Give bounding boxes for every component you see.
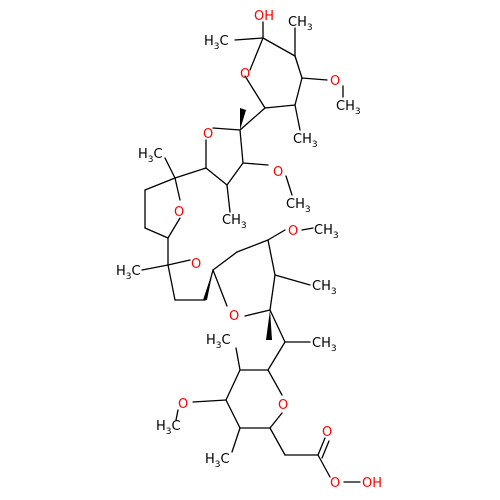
label-ch3-side-chain: CH3 (312, 336, 337, 354)
label-h3c-thf-lower: H3C (116, 264, 141, 282)
bond (269, 309, 286, 343)
bond (239, 107, 266, 131)
bond (267, 369, 283, 396)
bond (212, 127, 241, 131)
label-h3c-ome-d: H3C (156, 419, 181, 437)
label-o-carbonyl: O (322, 425, 332, 440)
methyl-labels: H3C CH3 CH3 CH3 H3C CH3 CH3 CH3 H3C CH3 … (116, 15, 361, 470)
wedge (203, 270, 213, 300)
atom-labels: OH O O O O O O O O O O O O OH (174, 9, 382, 491)
bond (269, 412, 283, 429)
bond (205, 167, 228, 186)
bond (192, 399, 227, 403)
bond (269, 427, 286, 456)
bond (175, 409, 179, 421)
bond (164, 157, 176, 179)
bond (225, 369, 241, 401)
wedge (266, 310, 272, 340)
label-o-methoxy-a: O (330, 74, 340, 89)
bond (212, 251, 238, 271)
label-o-methoxy-c: O (288, 224, 298, 239)
label-h3c-top-left: H3C (204, 34, 229, 52)
label-o-ring-e: O (278, 398, 288, 413)
wedge-bonds (203, 55, 302, 340)
bond (301, 227, 314, 231)
bond (167, 264, 176, 301)
bond (294, 77, 303, 106)
label-oh-peroxy: OH (362, 476, 382, 491)
bond (226, 162, 244, 186)
label-ch3-ring-a: CH3 (293, 132, 318, 150)
label-o-ring-a: O (240, 67, 250, 82)
bond (264, 104, 296, 109)
bond (167, 217, 181, 239)
label-o-spiro-2: O (229, 309, 239, 324)
bond (144, 227, 169, 239)
bond (301, 77, 328, 81)
bond (144, 177, 176, 191)
bond (234, 37, 264, 41)
label-o-ring-b: O (203, 127, 213, 142)
bond (239, 129, 244, 164)
bond (267, 239, 276, 276)
label-ch3-ome-b: CH3 (286, 197, 311, 215)
label-o-spiro-1: O (191, 257, 201, 272)
bond (141, 264, 169, 271)
label-o-ring-c: O (174, 205, 184, 220)
bond (285, 175, 293, 196)
label-ch3-thf-methyl: CH3 (222, 213, 247, 231)
bond (174, 167, 207, 179)
bond (267, 229, 286, 241)
bond (317, 437, 326, 456)
bond (262, 37, 296, 57)
bond (321, 440, 330, 459)
bond (244, 75, 266, 109)
label-o-methoxy-d: O (178, 397, 188, 412)
wedge (294, 55, 302, 78)
bond (226, 184, 231, 213)
bond (317, 454, 331, 478)
bond (225, 399, 241, 429)
bond (274, 274, 311, 286)
label-h3c-ring-e-bottom: H3C (205, 452, 230, 470)
label-o-methoxy-b: O (273, 165, 283, 180)
label-oh-top: OH (254, 9, 274, 24)
bond (249, 37, 264, 71)
label-o-peroxy: O (330, 476, 340, 491)
bond (167, 259, 191, 266)
bond (267, 341, 286, 371)
label-ch3-ome-c: CH3 (314, 223, 339, 241)
bond (174, 177, 181, 201)
label-h3c-ring-e-top: H3C (206, 333, 231, 351)
label-h3c-thf-upper: H3C (138, 147, 163, 165)
bond (269, 274, 276, 311)
label-ch3-spiro-ring: CH3 (312, 279, 337, 297)
bond (244, 309, 271, 317)
bond (212, 269, 228, 307)
bond (231, 427, 241, 453)
bond (294, 104, 301, 131)
bond (236, 239, 269, 253)
label-ch3-top: CH3 (288, 15, 313, 33)
bond (242, 162, 269, 166)
bond (235, 347, 241, 371)
wedge (240, 108, 246, 130)
label-ch3-ome-a: CH3 (336, 99, 361, 117)
